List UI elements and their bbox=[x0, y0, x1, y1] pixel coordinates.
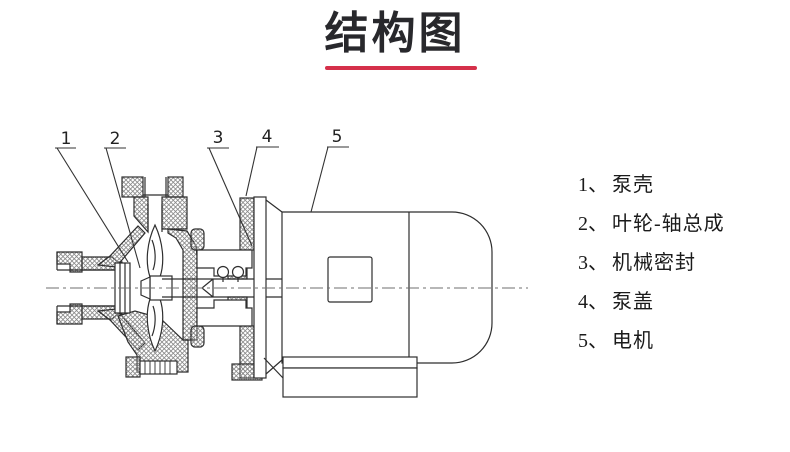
legend-item-mechanical-seal: 3、机械密封 bbox=[578, 244, 725, 283]
parts-legend: 1、泵壳 2、叶轮-轴总成 3、机械密封 4、泵盖 5、电机 bbox=[578, 166, 725, 361]
suction-flange-top bbox=[56, 251, 83, 273]
legend-item-motor: 5、电机 bbox=[578, 322, 725, 361]
callout-number-3: 3 bbox=[213, 128, 224, 148]
legend-item-number: 1、 bbox=[578, 174, 608, 196]
legend-item-label: 泵壳 bbox=[612, 174, 654, 196]
callout-numbers: 1 2 3 4 5 bbox=[61, 127, 343, 149]
cover-boss-top bbox=[190, 228, 205, 251]
gland-bolt-left bbox=[216, 265, 230, 279]
gland-bolt-right bbox=[231, 265, 245, 279]
callout-number-5: 5 bbox=[332, 127, 343, 147]
discharge-stud-lines bbox=[143, 177, 168, 232]
legend-item-label: 电机 bbox=[612, 330, 654, 352]
drain-plug-head bbox=[125, 356, 141, 378]
page-title: 结构图 bbox=[324, 9, 466, 58]
motor-base-block bbox=[282, 367, 418, 398]
casing-neck-left-wall bbox=[133, 196, 149, 234]
legend-item-number: 3、 bbox=[578, 252, 608, 274]
drain-plug-threads bbox=[144, 361, 171, 374]
impeller-vane-lines bbox=[151, 239, 156, 337]
callout-leader-4 bbox=[245, 146, 279, 197]
legend-item-impeller-shaft: 2、叶轮-轴总成 bbox=[578, 205, 725, 244]
callout-number-4: 4 bbox=[262, 127, 273, 147]
callout-leader-1 bbox=[55, 147, 129, 263]
callout-leader-3 bbox=[207, 147, 253, 247]
cover-boss-bottom bbox=[190, 325, 205, 348]
discharge-flange-left bbox=[121, 176, 144, 198]
suction-flange-bottom bbox=[56, 303, 83, 325]
legend-item-pump-cover: 4、泵盖 bbox=[578, 283, 725, 322]
motor-bell-lines bbox=[263, 199, 284, 379]
discharge-flange-right bbox=[167, 176, 184, 198]
callout-number-2: 2 bbox=[110, 129, 121, 149]
casing-mouth-band-top bbox=[96, 225, 146, 268]
callout-leader-2 bbox=[104, 147, 141, 269]
suction-bore-lines bbox=[56, 252, 122, 324]
legend-item-number: 4、 bbox=[578, 291, 608, 313]
legend-item-label: 泵盖 bbox=[612, 291, 654, 313]
casing-neck-right-wall bbox=[161, 196, 188, 230]
gland-bolt-stems bbox=[222, 277, 239, 282]
terminal-box bbox=[327, 256, 373, 303]
seal-housing-bottom bbox=[196, 299, 253, 327]
legend-item-label: 机械密封 bbox=[612, 252, 696, 274]
legend-item-number: 5、 bbox=[578, 330, 608, 352]
legend-item-label: 叶轮-轴总成 bbox=[612, 213, 725, 235]
drain-plug-shank bbox=[139, 360, 178, 375]
title-underline-accent bbox=[325, 66, 477, 70]
legend-item-pump-casing: 1、泵壳 bbox=[578, 166, 725, 205]
callout-leader-5 bbox=[310, 146, 349, 213]
callout-number-1: 1 bbox=[61, 129, 72, 149]
motor-base-strip bbox=[282, 356, 418, 369]
outlined-sections bbox=[56, 177, 493, 398]
callouts bbox=[55, 146, 349, 269]
legend-item-number: 2、 bbox=[578, 213, 608, 235]
